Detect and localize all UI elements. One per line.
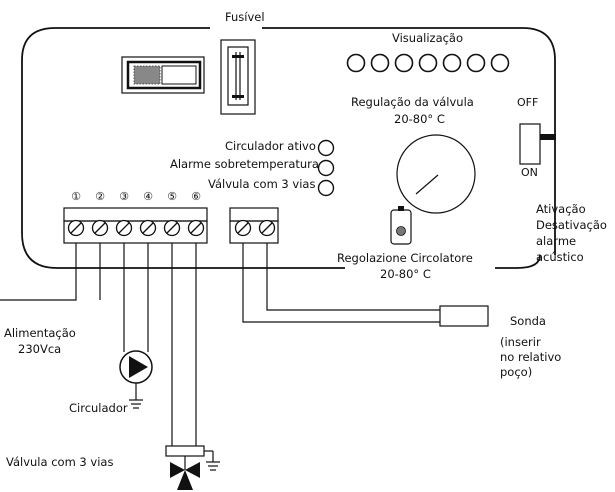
pump-label: Circulador	[69, 401, 128, 415]
terminal-number: ②	[95, 190, 105, 203]
three-way-valve-icon	[170, 462, 200, 490]
indicator-valve-label: Válvula com 3 vias	[208, 177, 315, 191]
power-label-2: 230Vca	[18, 342, 61, 356]
display-led	[490, 53, 510, 73]
power-label-1: Alimentação	[4, 326, 76, 340]
fuse-label: Fusível	[225, 10, 265, 24]
alarm-switch-label-2: Desativação	[536, 218, 607, 232]
status-led	[317, 139, 335, 157]
terminal-numbers: ① ② ③ ④ ⑤ ⑥	[71, 190, 201, 203]
indicator-overtemp-label: Alarme sobretemperatura	[170, 157, 319, 171]
alarm-switch-label-3: alarme	[536, 234, 576, 248]
off-label: OFF	[517, 96, 538, 109]
power-wire	[0, 243, 77, 301]
terminal-number: ③	[119, 190, 129, 203]
valve-regulation-label-1: Regulação da válvula	[351, 95, 474, 109]
terminal-number: ⑤	[167, 190, 177, 203]
display-label: Visualização	[392, 31, 463, 45]
display-led	[418, 53, 438, 73]
probe-note-1: (inserir	[500, 335, 541, 349]
valve-regulation-knob[interactable]	[396, 134, 476, 214]
pump-regulation-label-1: Regolazione Circolatore	[337, 251, 473, 265]
probe-note-3: poço)	[500, 365, 532, 379]
terminal-number: ⑥	[191, 190, 201, 203]
probe-sensor	[439, 305, 489, 327]
display-led	[370, 53, 390, 73]
probe-label: Sonda	[510, 314, 546, 328]
alarm-toggle-switch[interactable]	[519, 123, 556, 165]
display-led	[346, 53, 366, 73]
probe-wire	[242, 243, 440, 323]
indicator-pump-active-label: Circulador ativo	[225, 139, 316, 153]
valve-regulation-label-2: 20-80° C	[394, 112, 445, 126]
terminal-number: ①	[71, 190, 81, 203]
probe-wire-2	[266, 243, 440, 311]
valve-label: Válvula com 3 vias	[6, 455, 113, 469]
status-leds	[317, 139, 335, 197]
alarm-switch-label-4: acústico	[536, 250, 584, 264]
pump-ground-icon	[129, 399, 143, 409]
pump-regulation-trimmer[interactable]	[390, 206, 412, 245]
fuse-holder	[220, 39, 256, 115]
valve-ground-icon	[206, 461, 220, 471]
display-led	[394, 53, 414, 73]
pump-regulation-label-2: 20-80° C	[380, 267, 431, 281]
pump-icon	[119, 350, 153, 384]
slide-selector	[121, 56, 205, 94]
terminal-number: ④	[143, 190, 153, 203]
terminal-block-probe	[229, 207, 279, 244]
probe-note-2: no relativo	[500, 350, 561, 364]
on-label: ON	[521, 166, 538, 179]
display-led	[466, 53, 486, 73]
status-led	[317, 159, 335, 177]
terminal-block-6	[63, 207, 208, 244]
display-leds	[346, 53, 510, 73]
alarm-switch-label-1: Ativação	[536, 202, 586, 216]
status-led	[317, 179, 335, 197]
controller-housing	[21, 27, 556, 269]
display-led	[442, 53, 462, 73]
